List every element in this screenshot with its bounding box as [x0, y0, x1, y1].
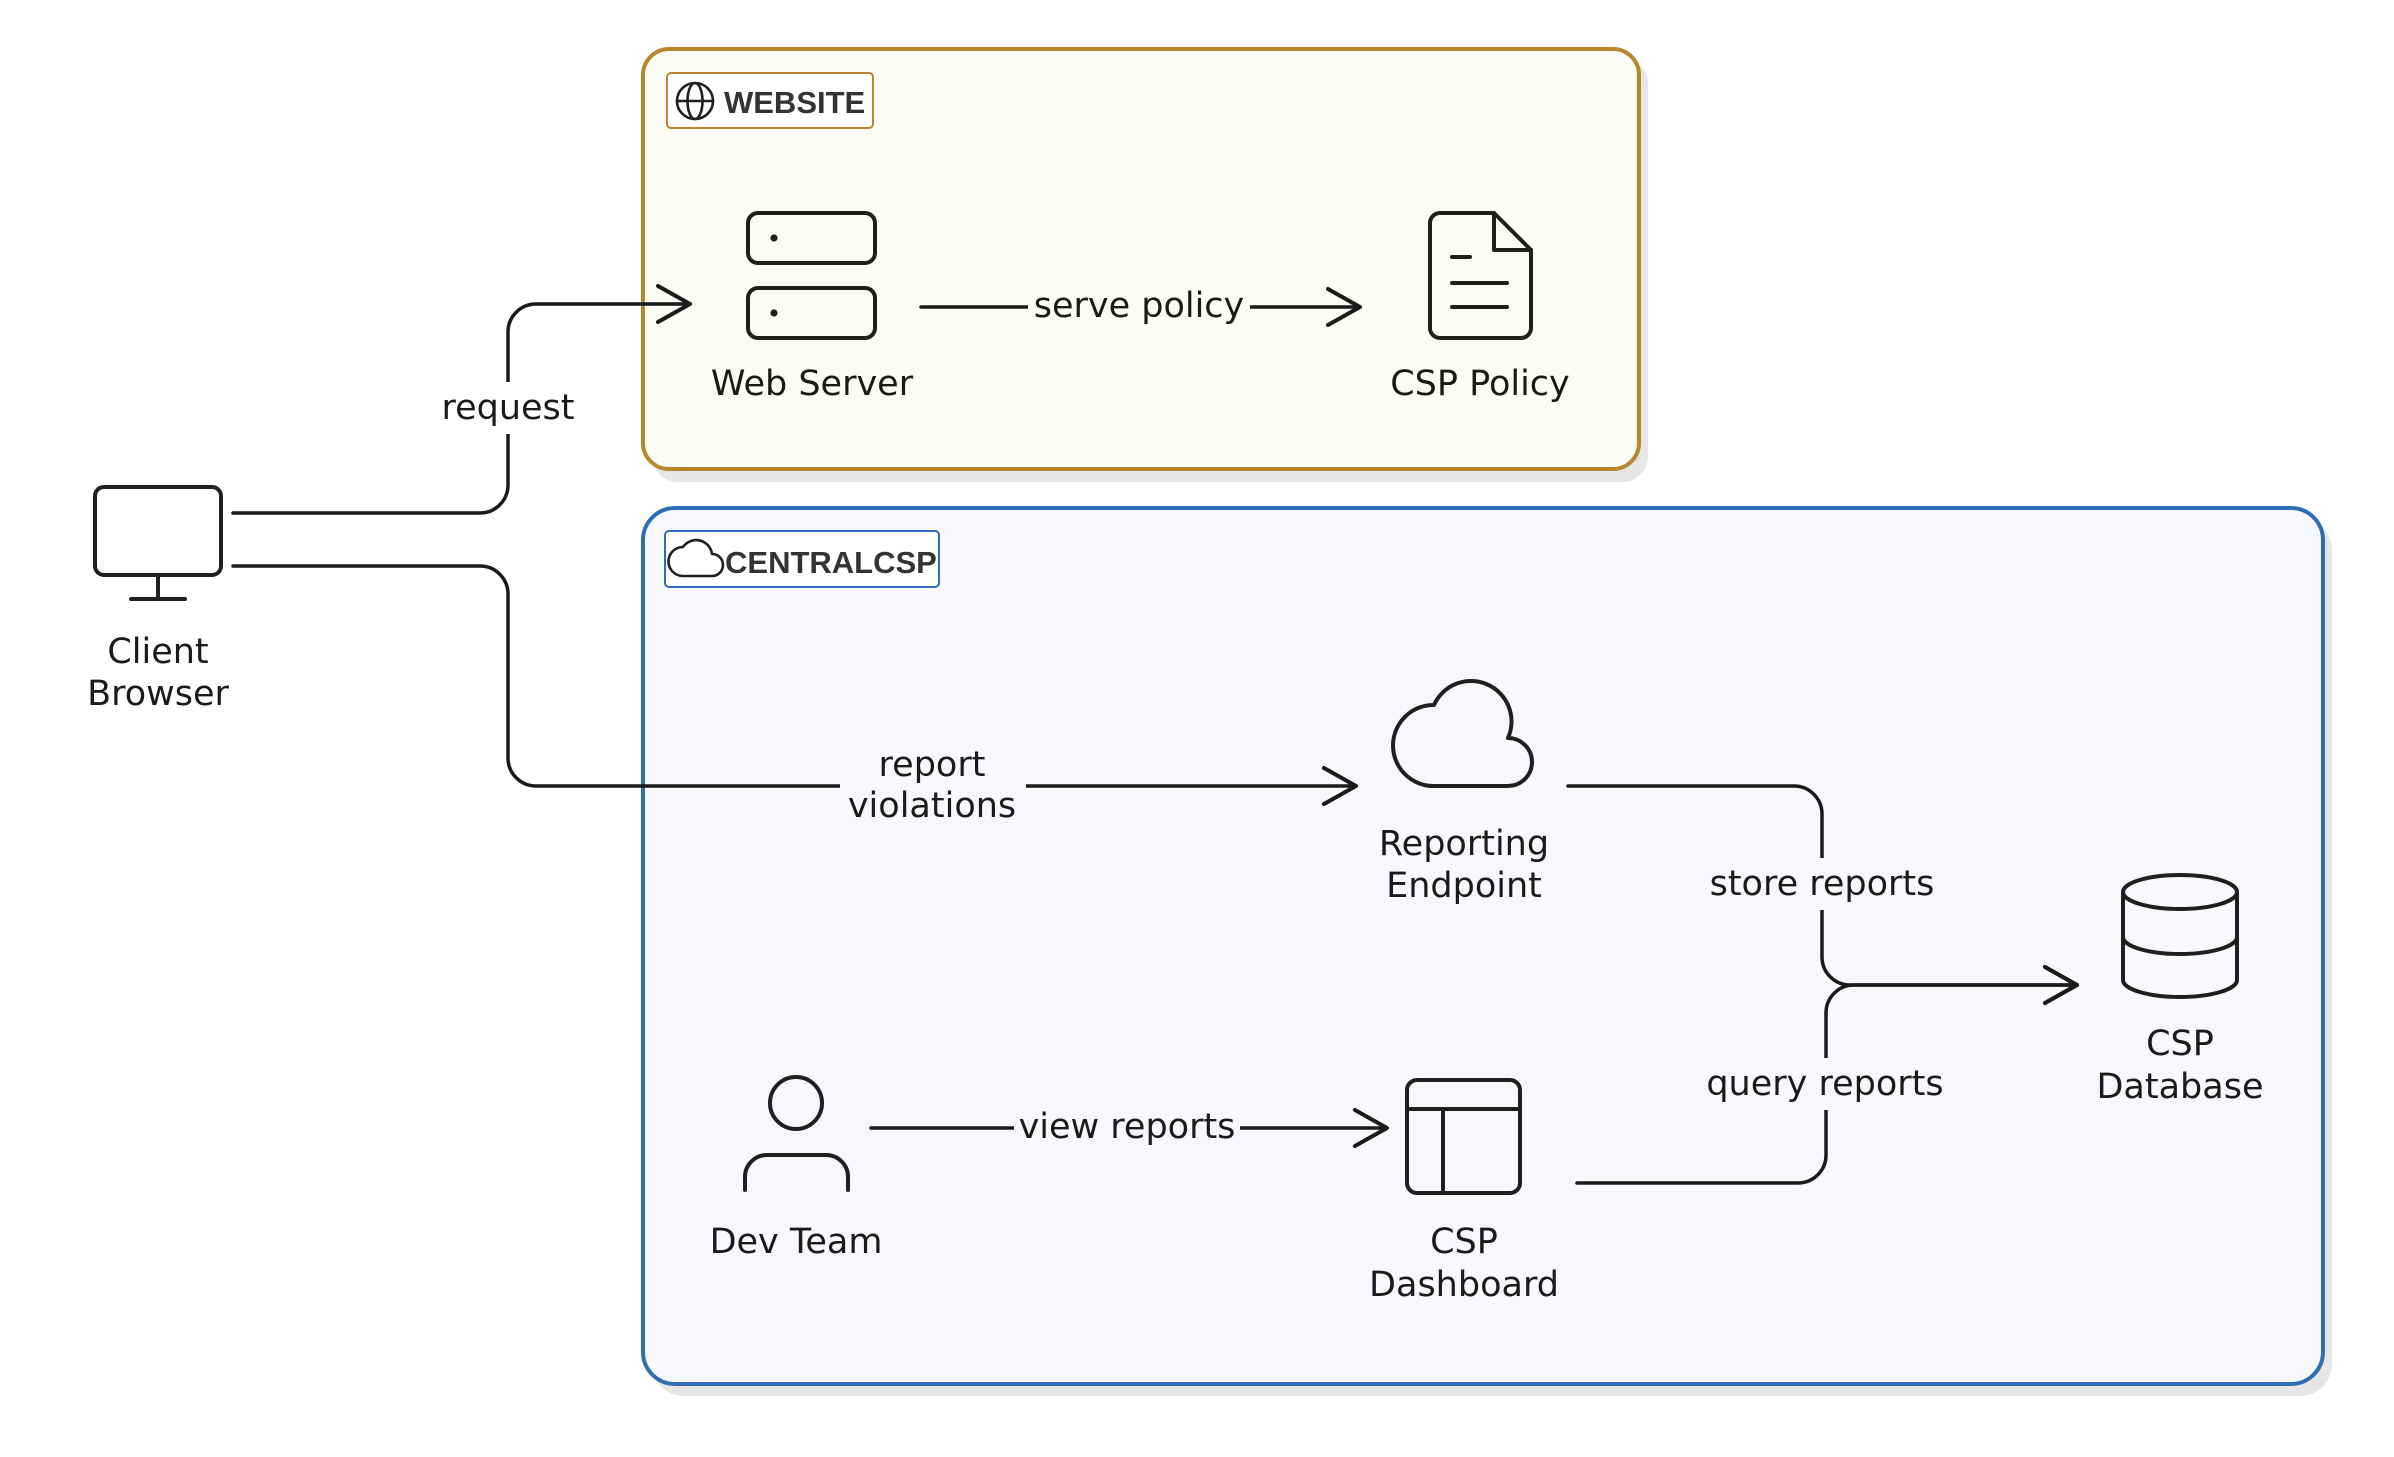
reporting-endpoint-label-line2: Endpoint [1386, 866, 1542, 906]
edge-view-reports-label-bg [1014, 1101, 1240, 1153]
edge-request-label: request [441, 388, 574, 428]
edge-report-violations-label-line2: violations [848, 786, 1016, 826]
edge-store-reports-label-bg [1706, 858, 1938, 910]
website-group-label: WEBSITE [724, 85, 865, 120]
csp-database-label-line1: CSP [2146, 1024, 2214, 1064]
client-browser-label-line1: Client [107, 632, 208, 672]
csp-dashboard-label-line2: Dashboard [1369, 1265, 1559, 1305]
edge-request-label-bg [440, 382, 576, 434]
csp-database-label-line2: Database [2096, 1067, 2263, 1107]
monitor-icon [93, 485, 223, 601]
edge-view-reports-label: view reports [1019, 1107, 1236, 1147]
centralcsp-group-label: CENTRALCSP [725, 545, 937, 580]
website-badge-box [666, 72, 874, 129]
dashboard-icon [1405, 1078, 1522, 1195]
website-group-box [641, 47, 1641, 471]
cloud-icon [1391, 679, 1534, 788]
edge-store-reports-label: store reports [1710, 864, 1935, 904]
csp-policy-label: CSP Policy [1390, 364, 1570, 404]
user-icon [742, 1075, 851, 1192]
centralcsp-group-box [641, 506, 2325, 1386]
reporting-endpoint-label-line1: Reporting [1379, 824, 1549, 864]
centralcsp-badge-box [664, 530, 940, 588]
dev-team-label: Dev Team [710, 1222, 883, 1262]
edge-report-violations-label-bg [840, 736, 1026, 828]
reporting-endpoint-node[interactable]: Reporting Endpoint [1379, 679, 1549, 906]
edge-report-violations-line [231, 564, 1358, 806]
csp-database-node[interactable]: CSP Database [2096, 873, 2264, 1107]
client-browser-node[interactable]: Client Browser [87, 485, 230, 714]
database-icon [2121, 873, 2239, 999]
edge-report-violations-label-line1: report [879, 745, 986, 785]
website-badge: WEBSITE [666, 72, 874, 129]
csp-dashboard-label-line1: CSP [1430, 1222, 1498, 1262]
server-icon [746, 211, 877, 340]
globe-icon [675, 81, 715, 121]
centralcsp-badge: CENTRALCSP [664, 530, 940, 588]
edge-query-reports-label: query reports [1706, 1064, 1943, 1104]
dev-team-node[interactable]: Dev Team [710, 1075, 883, 1262]
web-server-label: Web Server [711, 364, 914, 404]
website-group: WEBSITE [641, 47, 1648, 482]
web-server-node[interactable]: Web Server [711, 211, 914, 404]
centralcsp-group: CENTRALCSP [641, 506, 2332, 1396]
document-icon [1428, 211, 1533, 340]
edge-query-reports-label-bg [1702, 1058, 1948, 1110]
edge-serve-policy-label: serve policy [1034, 286, 1245, 326]
client-browser-label-line2: Browser [87, 674, 229, 714]
csp-policy-node[interactable]: CSP Policy [1390, 211, 1570, 404]
edge-serve-policy-label-bg [1028, 280, 1250, 332]
csp-dashboard-node[interactable]: CSP Dashboard [1369, 1078, 1559, 1305]
cloud-icon [667, 538, 725, 578]
